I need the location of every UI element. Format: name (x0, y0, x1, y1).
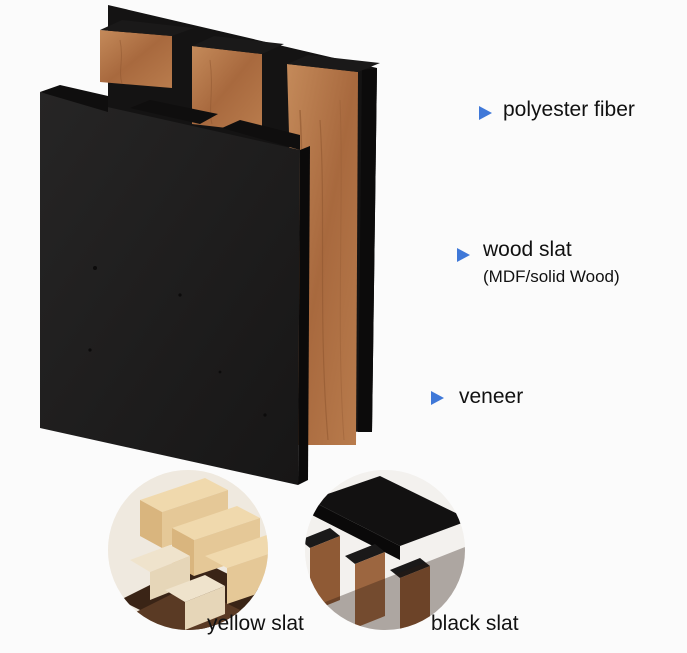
arrow-veneer (320, 391, 444, 405)
label-wood-slat-material: (MDF/solid Wood) (483, 267, 620, 286)
label-wood-slat: wood slat (483, 238, 572, 261)
arrow-wood-slat (360, 248, 470, 262)
arrow-polyester-fiber (382, 106, 492, 120)
label-black-slat: black slat (431, 612, 519, 635)
label-polyester-fiber: polyester fiber (503, 98, 635, 121)
yellow-slat-detail (108, 470, 268, 630)
black-slat-detail (305, 470, 465, 630)
label-yellow-slat: yellow slat (207, 612, 304, 635)
front-felt-panel (40, 85, 310, 485)
label-veneer: veneer (459, 385, 524, 408)
